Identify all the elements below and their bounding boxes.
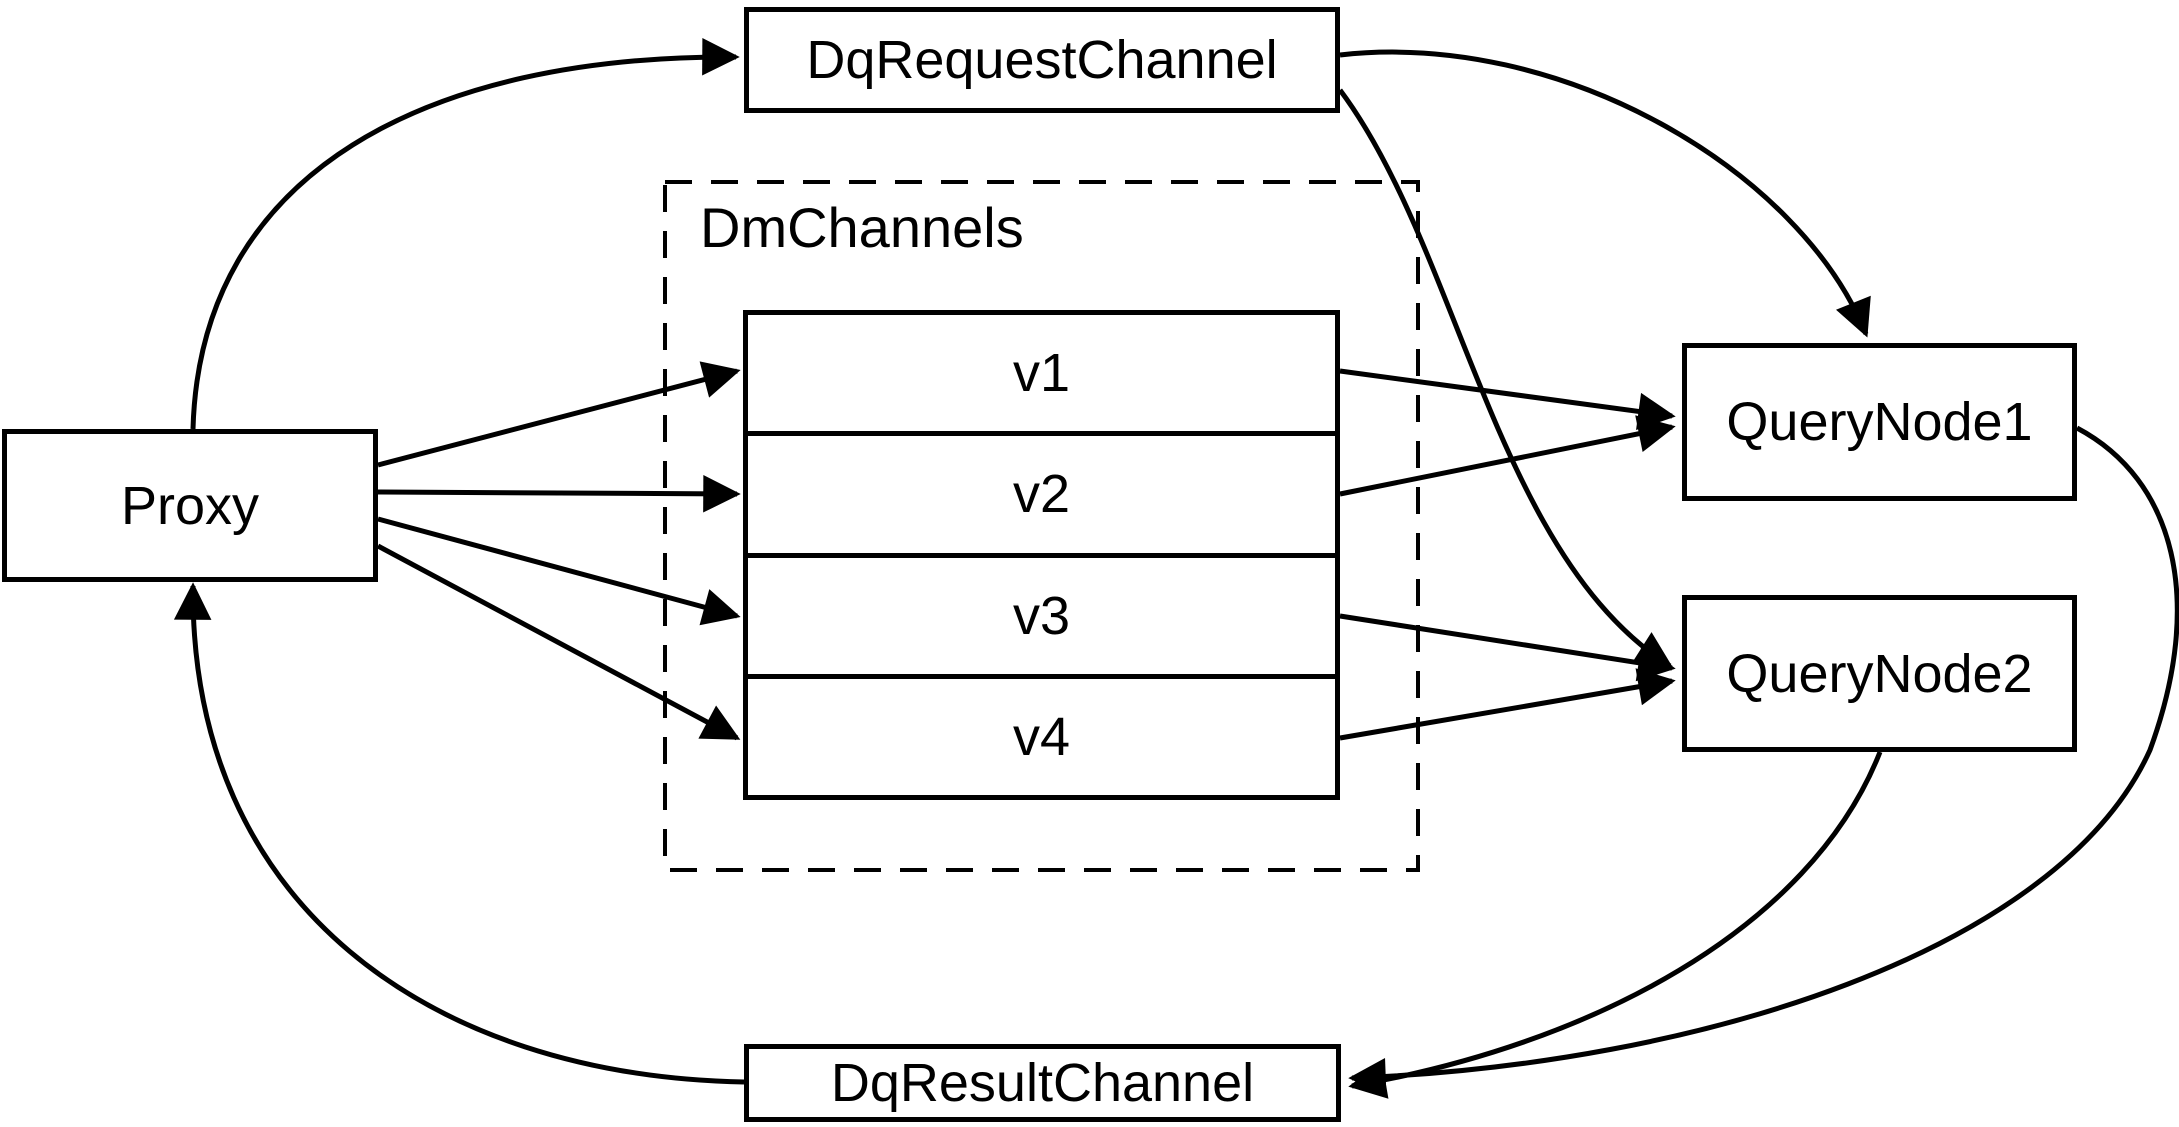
query-node-1-label: QueryNode1	[1726, 392, 2033, 452]
proxy-label: Proxy	[120, 475, 260, 536]
node-dq-result-channel: DqResultChannel	[744, 1044, 1341, 1122]
channel-v4-label: v4	[1012, 706, 1071, 767]
node-proxy: Proxy	[2, 429, 378, 582]
channel-row-v1: v1	[748, 315, 1335, 431]
dq-request-channel-label: DqRequestChannel	[806, 30, 1278, 90]
edge-dqresultchannel-to-proxy	[173, 582, 745, 1085]
node-dq-request-channel: DqRequestChannel	[744, 7, 1340, 113]
channel-v2-label: v2	[1012, 464, 1071, 525]
edge-querynode1-to-dqresultchannel	[1348, 425, 2179, 1096]
node-query-node-2: QueryNode2	[1682, 595, 2077, 752]
dm-channels-group-border	[663, 180, 1420, 872]
channel-v3-label: v3	[1012, 585, 1071, 646]
node-dm-channels-stack: v1 v2 v3 v4	[743, 310, 1340, 800]
channel-row-v2: v2	[748, 431, 1335, 552]
dm-channels-label: DmChannels	[700, 196, 1024, 259]
node-query-node-1: QueryNode1	[1682, 343, 2077, 501]
edge-proxy-to-v2	[377, 475, 741, 513]
edge-proxy-to-v1	[377, 361, 741, 468]
edge-dqrequestchannel-to-querynode1	[1339, 49, 1871, 338]
edge-v3-to-querynode2	[1339, 613, 1676, 682]
edge-v4-to-querynode2	[1339, 668, 1676, 741]
edge-proxy-to-dqrequestchannel	[190, 38, 740, 430]
channel-row-v4: v4	[748, 673, 1335, 795]
edge-proxy-to-v3	[377, 516, 741, 626]
edge-v2-to-querynode1	[1339, 415, 1676, 497]
edge-v1-to-querynode1	[1339, 368, 1676, 431]
query-node-2-label: QueryNode2	[1726, 643, 2033, 704]
edge-proxy-to-v4	[376, 543, 741, 741]
channel-v1-label: v1	[1012, 343, 1071, 404]
dq-result-channel-label: DqResultChannel	[830, 1053, 1255, 1113]
edge-querynode2-to-dqresultchannel	[1348, 751, 1883, 1099]
edge-dqrequestchannel-to-querynode2	[1337, 88, 1674, 669]
channel-row-v3: v3	[748, 552, 1335, 674]
